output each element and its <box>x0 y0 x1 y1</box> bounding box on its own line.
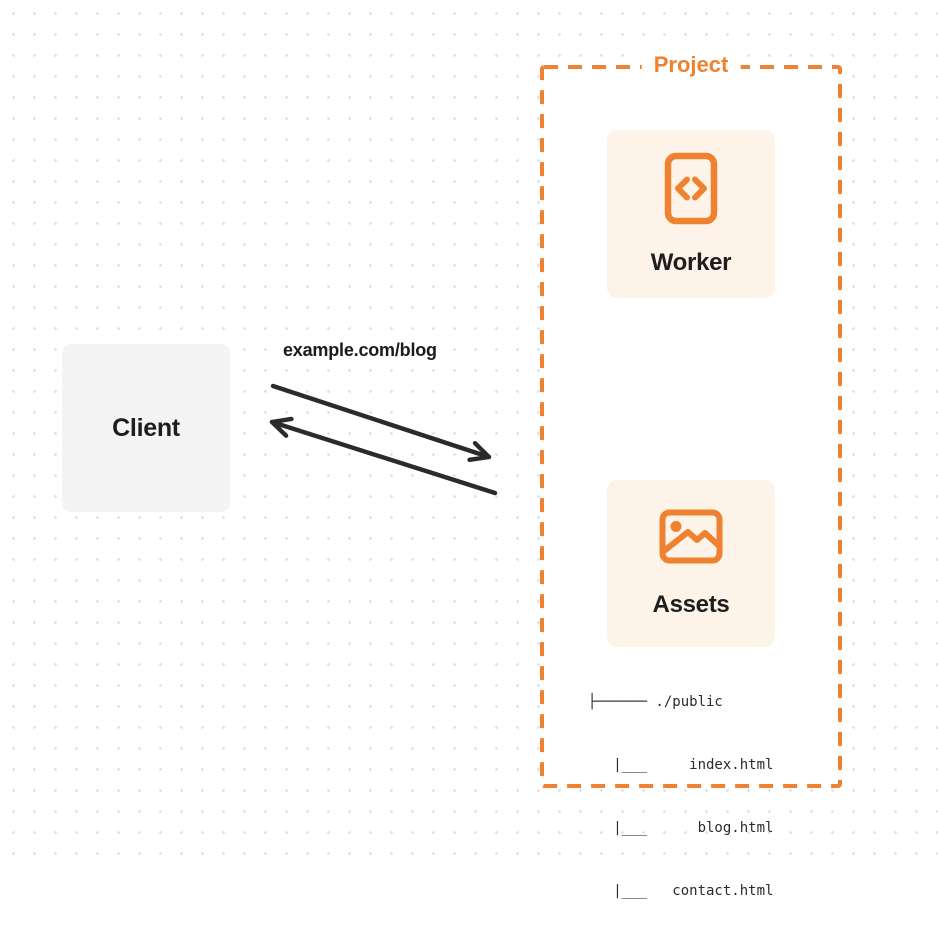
code-file-icon <box>664 152 718 224</box>
tree-line: ├────── ./public <box>588 694 723 710</box>
tree-line: |___ index.html <box>588 757 774 773</box>
project-group: Project Worker Assets ├────── ./public |… <box>540 50 842 899</box>
diagram-canvas: Client example.com/blog Project Worker <box>0 0 938 899</box>
request-arrow <box>270 383 492 463</box>
request-response-arrows <box>269 383 498 496</box>
image-icon <box>659 509 723 563</box>
assets-file-tree: ├────── ./public |___ index.html |___ bl… <box>588 650 773 944</box>
tree-line: |___ blog.html <box>588 820 774 836</box>
request-url-label: example.com/blog <box>283 340 437 360</box>
client-node: Client <box>62 344 230 512</box>
assets-card: Assets <box>607 480 775 647</box>
worker-card: Worker <box>607 130 775 298</box>
project-title: Project <box>641 50 741 80</box>
assets-label: Assets <box>652 590 730 618</box>
response-arrow <box>269 416 498 496</box>
client-label: Client <box>112 413 180 442</box>
worker-label: Worker <box>650 248 732 276</box>
tree-line: |___ contact.html <box>588 883 774 899</box>
